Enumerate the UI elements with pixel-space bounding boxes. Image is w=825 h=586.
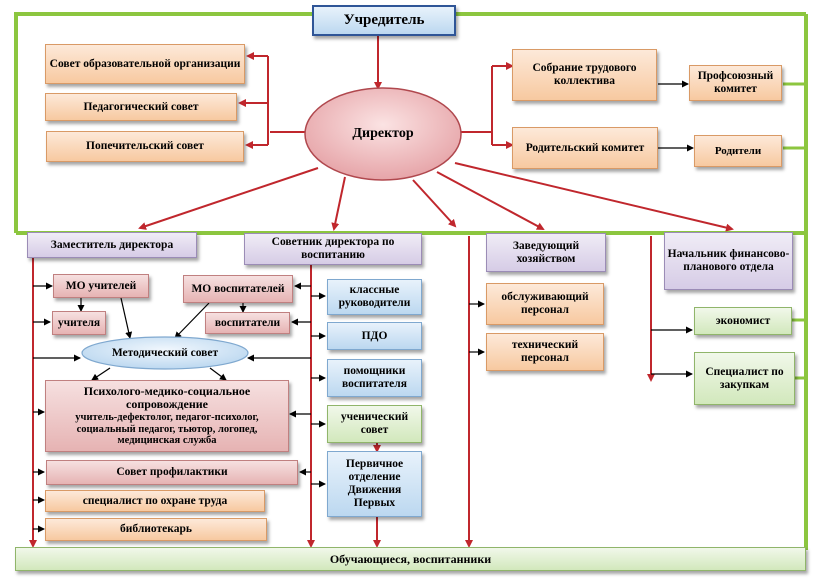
labor-safety-box: специалист по охране труда xyxy=(45,490,265,512)
director-label: Директор xyxy=(352,125,414,141)
pdo-box: ПДО xyxy=(327,322,422,350)
librarian-box: библиотекарь xyxy=(45,518,267,541)
student-council-box: ученический совет xyxy=(327,405,422,443)
parent-committee-box: Родительский комитет xyxy=(512,127,658,169)
deputy-box: Заместитель директора xyxy=(27,232,197,258)
director-ellipse xyxy=(304,87,462,181)
edu-council-box: Совет образовательной организации xyxy=(45,44,245,84)
prevention-box: Совет профилактики xyxy=(46,460,298,485)
tech-staff-box: технический персонал xyxy=(486,333,604,371)
ped-council-box: Педагогический совет xyxy=(45,93,237,121)
class-teachers-box: классные руководители xyxy=(327,279,422,315)
procurement-box: Специалист по закупкам xyxy=(694,352,795,405)
advisor-box: Советник директора по воспитанию xyxy=(244,233,422,265)
founder-box: Учредитель xyxy=(312,5,456,36)
assistants-box: помощники воспитателя xyxy=(327,359,422,397)
finance-head-box: Начальник финансово-планового отдела xyxy=(664,232,793,290)
board-box: Попечительский совет xyxy=(46,131,244,162)
method-council-ellipse xyxy=(81,336,249,370)
parents-box: Родители xyxy=(694,135,782,167)
pms-title: Психолого-медико-социальное сопровождени… xyxy=(83,384,251,412)
mo-teachers-box: МО учителей xyxy=(53,274,149,298)
teachers-box: учителя xyxy=(52,311,106,335)
pms-detail: учитель-дефектолог, педагог-психолог, со… xyxy=(75,412,259,447)
method-council-label: Методический совет xyxy=(111,346,219,359)
mo-educators-box: МО воспитателей xyxy=(183,275,293,303)
first-movement-box: Первичное отделение Движения Первых xyxy=(327,451,422,517)
educators-box: воспитатели xyxy=(205,312,290,334)
economist-box: экономист xyxy=(694,307,792,335)
housekeeping-box: Заведующий хозяйством xyxy=(486,233,606,272)
pms-box: Психолого-медико-социальное сопровождени… xyxy=(45,380,289,452)
union-box: Профсоюзный комитет xyxy=(689,65,782,101)
labor-meeting-box: Собрание трудового коллектива xyxy=(512,49,657,101)
students-bar: Обучающиеся, воспитанники xyxy=(15,547,806,571)
service-staff-box: обслуживающий персонал xyxy=(486,283,604,325)
